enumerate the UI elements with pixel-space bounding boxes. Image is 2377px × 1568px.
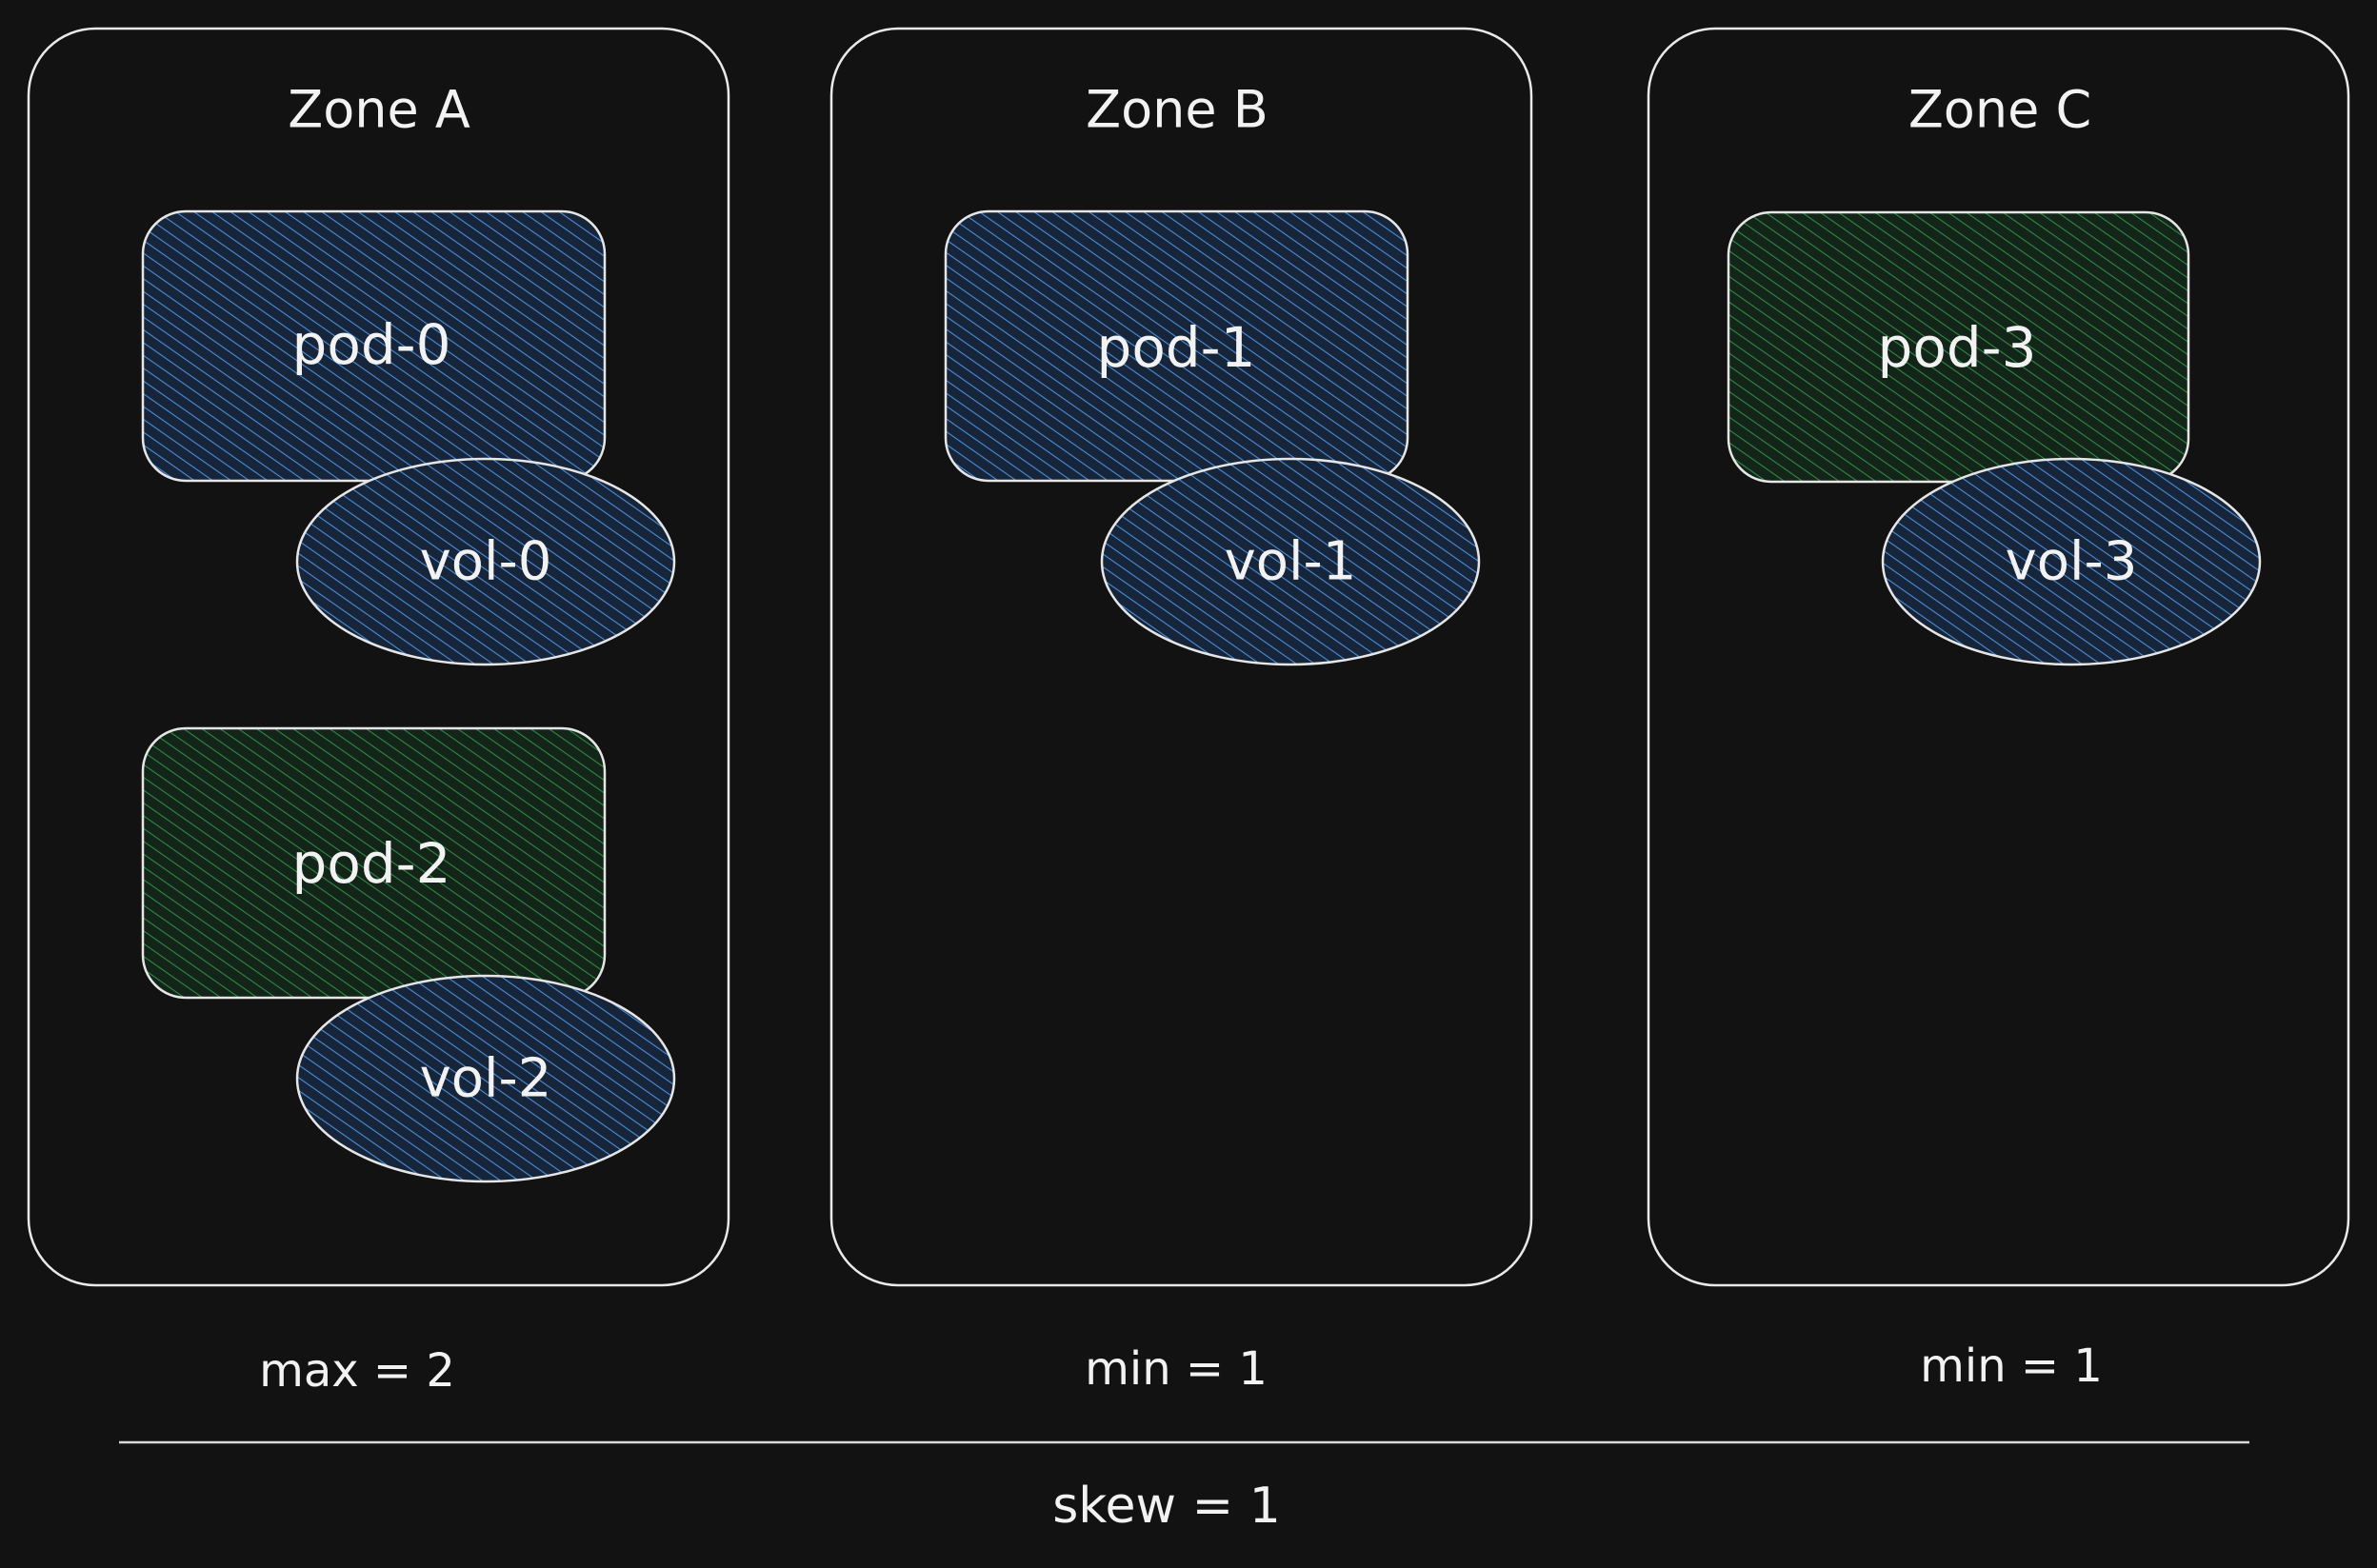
volume-ellipse [295, 974, 676, 1183]
zone-c-box [1647, 27, 2350, 1287]
zone-a-box [27, 27, 730, 1287]
zone-b-title: Zone B [1086, 80, 1268, 140]
zone-a-stat: max = 2 [259, 1344, 455, 1398]
zone-b: Zone B pod-1 vol-1 min = 1 [829, 27, 1533, 1396]
volume-label: vol-0 [420, 531, 552, 593]
pod-label: pod-0 [292, 312, 451, 377]
pod-label: pod-2 [292, 831, 451, 896]
zone-c: Zone C pod-3 vol-3 min = 1 [1647, 27, 2350, 1393]
zone-c-stat: min = 1 [1920, 1340, 2103, 1393]
zone-c-title: Zone C [1908, 80, 2091, 140]
skew-label: skew = 1 [1052, 1478, 1281, 1535]
volume-ellipse [1100, 457, 1481, 666]
zone-a-title: Zone A [288, 80, 470, 140]
zone-a: Zone A pod-0 vol-0 pod-2 vol-2 max = 2 [27, 27, 730, 1398]
pod-group: pod-2 vol-2 [141, 726, 676, 1183]
volume-label: vol-1 [1225, 531, 1357, 593]
pod-label: pod-3 [1878, 315, 2037, 380]
pod-group: pod-3 vol-3 [1727, 210, 2262, 666]
zone-b-box [829, 27, 1533, 1287]
volume-ellipse [1881, 457, 2262, 666]
pod-group: pod-0 vol-0 [141, 209, 676, 666]
volume-label: vol-2 [420, 1048, 552, 1110]
volume-ellipse [295, 457, 676, 666]
volume-label: vol-3 [2006, 531, 2138, 593]
pod-group: pod-1 vol-1 [944, 209, 1481, 666]
pod-label: pod-1 [1097, 315, 1256, 380]
zone-b-stat: min = 1 [1085, 1342, 1268, 1396]
